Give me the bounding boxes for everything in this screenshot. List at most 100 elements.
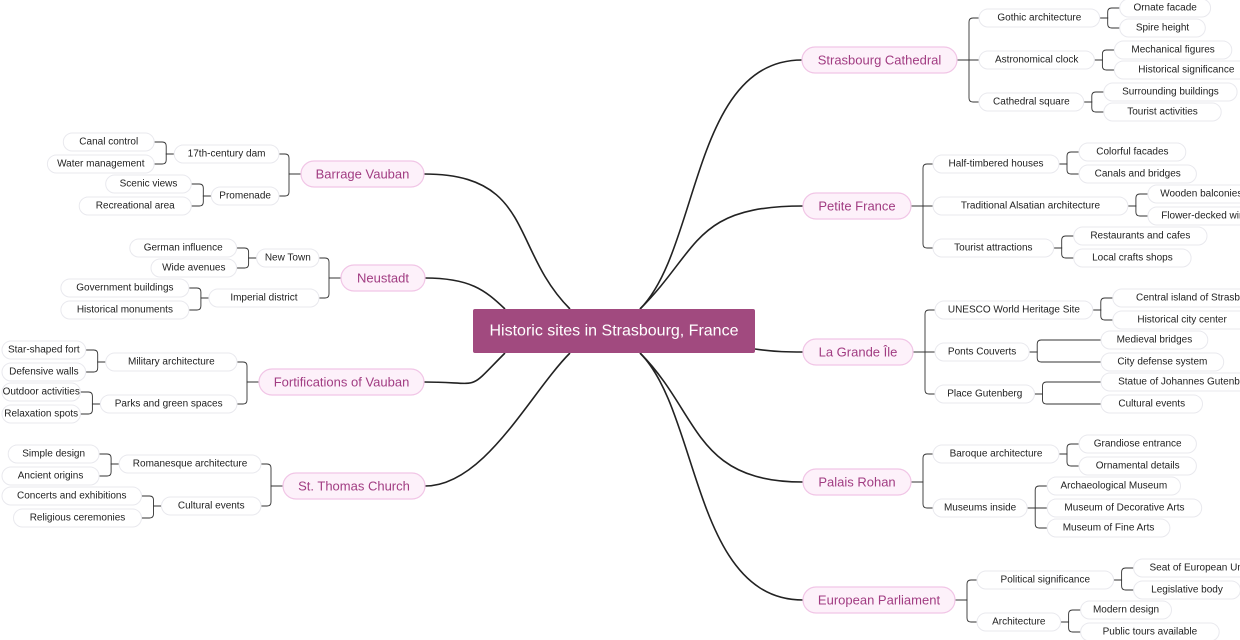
sub-node[interactable]: Half-timbered houses (932, 154, 1060, 174)
branch-label: Strasbourg Cathedral (818, 53, 942, 68)
leaf-node[interactable]: Modern design (1080, 600, 1172, 620)
leaf-node[interactable]: Colorful facades (1078, 142, 1187, 162)
leaf-node[interactable]: Defensive walls (1, 362, 87, 382)
leaf-node[interactable]: Surrounding buildings (1103, 82, 1238, 102)
leaf-node[interactable]: Seat of European Union (1133, 558, 1240, 578)
leaf-node[interactable]: Tourist activities (1103, 102, 1222, 122)
leaf-node[interactable]: Canal control (62, 132, 155, 152)
branch-link-left-0 (423, 173, 571, 310)
leaf-node[interactable]: Medieval bridges (1100, 330, 1209, 350)
leaf-label: Archaeological Museum (1060, 481, 1167, 492)
sub-link (319, 277, 341, 299)
leaf-link (1060, 609, 1081, 623)
branch-node-left-3[interactable]: St. Thomas Church (282, 472, 426, 500)
sub-label: Place Gutenberg (947, 389, 1022, 400)
sub-node[interactable]: Imperial district (208, 288, 320, 308)
leaf-node[interactable]: Relaxation spots (1, 404, 81, 424)
branch-node-right-0[interactable]: Strasbourg Cathedral (801, 46, 958, 74)
leaf-link (236, 257, 257, 269)
branch-node-left-0[interactable]: Barrage Vauban (300, 160, 425, 188)
branch-node-right-2[interactable]: La Grande Île (802, 338, 914, 366)
leaf-node[interactable]: Cultural events (1100, 394, 1203, 414)
leaf-node[interactable]: Wooden balconies (1147, 184, 1240, 204)
leaf-node[interactable]: Central island of Strasbourg (1112, 288, 1240, 308)
branch-node-left-1[interactable]: Neustadt (340, 264, 426, 292)
leaf-node[interactable]: Museum of Decorative Arts (1046, 498, 1203, 518)
sub-link (279, 173, 301, 197)
leaf-label: Religious ceremonies (30, 513, 126, 524)
branch-node-right-3[interactable]: Palais Rohan (802, 468, 912, 496)
branch-node-right-1[interactable]: Petite France (802, 192, 912, 220)
leaf-node[interactable]: Government buildings (60, 278, 190, 298)
leaf-node[interactable]: Star-shaped fort (1, 340, 87, 360)
leaf-link (1059, 163, 1079, 175)
sub-node[interactable]: Promenade (210, 186, 280, 206)
sub-node[interactable]: Museums inside (932, 498, 1028, 518)
leaf-link (1029, 339, 1101, 353)
leaf-node[interactable]: Spire height (1119, 18, 1206, 38)
sub-label: Traditional Alsatian architecture (961, 201, 1101, 212)
leaf-node[interactable]: Water management (46, 154, 155, 174)
leaf-node[interactable]: Scenic views (105, 174, 192, 194)
leaf-label: Museum of Fine Arts (1063, 523, 1155, 534)
leaf-label: Local crafts shops (1092, 253, 1173, 264)
leaf-link (1113, 567, 1134, 581)
sub-link (955, 599, 977, 623)
leaf-node[interactable]: Local crafts shops (1073, 248, 1192, 268)
leaf-node[interactable]: Religious ceremonies (13, 508, 142, 528)
sub-node[interactable]: Architecture (976, 612, 1062, 632)
leaf-node[interactable]: Recreational area (78, 196, 192, 216)
leaf-node[interactable]: Canals and bridges (1078, 164, 1197, 184)
branch-label: La Grande Île (819, 345, 898, 360)
leaf-node[interactable]: Simple design (7, 444, 100, 464)
sub-node[interactable]: Ponts Couverts (934, 342, 1030, 362)
leaf-node[interactable]: German influence (129, 238, 238, 258)
leaf-node[interactable]: Statue of Johannes Gutenberg (1100, 372, 1240, 392)
sub-label: Astronomical clock (995, 55, 1079, 66)
sub-node[interactable]: Place Gutenberg (934, 384, 1035, 404)
sub-node[interactable]: Cultural events (161, 496, 262, 516)
leaf-link (1027, 485, 1048, 509)
sub-node[interactable]: Gothic architecture (978, 8, 1101, 28)
leaf-node[interactable]: Historical significance (1113, 60, 1240, 80)
leaf-node[interactable]: Mechanical figures (1113, 40, 1233, 60)
sub-node[interactable]: Romanesque architecture (118, 454, 262, 474)
sub-label: Tourist attractions (954, 243, 1032, 254)
sub-node[interactable]: Traditional Alsatian architecture (932, 196, 1129, 216)
sub-node[interactable]: Cathedral square (978, 92, 1085, 112)
sub-node[interactable]: Astronomical clock (978, 50, 1095, 70)
leaf-node[interactable]: Museum of Fine Arts (1046, 518, 1171, 538)
sub-link (911, 453, 933, 483)
leaf-label: Spire height (1136, 23, 1190, 34)
sub-node[interactable]: Tourist attractions (932, 238, 1055, 258)
leaf-node[interactable]: Archaeological Museum (1046, 476, 1181, 496)
sub-node[interactable]: UNESCO World Heritage Site (934, 300, 1094, 320)
sub-node[interactable]: New Town (256, 248, 320, 268)
leaf-node[interactable]: Historical city center (1112, 310, 1240, 330)
leaf-node[interactable]: Ornamental details (1078, 456, 1197, 476)
root-node[interactable]: Historic sites in Strasbourg, France (473, 309, 755, 353)
sub-node[interactable]: Military architecture (105, 352, 238, 372)
leaf-node[interactable]: Grandiose entrance (1078, 434, 1197, 454)
sub-node[interactable]: 17th-century dam (173, 144, 280, 164)
sub-node[interactable]: Parks and green spaces (99, 394, 238, 414)
sub-label: New Town (265, 253, 311, 264)
leaf-node[interactable]: Legislative body (1133, 580, 1240, 600)
leaf-node[interactable]: Ancient origins (1, 466, 100, 486)
sub-node[interactable]: Baroque architecture (932, 444, 1060, 464)
branch-node-right-4[interactable]: European Parliament (802, 586, 956, 614)
sub-label: Political significance (1001, 575, 1091, 586)
leaf-node[interactable]: Concerts and exhibitions (1, 486, 142, 506)
leaf-node[interactable]: Public tours available (1080, 622, 1220, 640)
leaf-label: Cultural events (1118, 399, 1185, 410)
leaf-label: Historical city center (1137, 315, 1227, 326)
leaf-node[interactable]: Ornate facade (1119, 0, 1212, 18)
leaf-node[interactable]: City defense system (1100, 352, 1225, 372)
sub-node[interactable]: Political significance (976, 570, 1115, 590)
leaf-node[interactable]: Flower-decked windows (1147, 206, 1240, 226)
leaf-node[interactable]: Outdoor activities (1, 382, 81, 402)
leaf-node[interactable]: Historical monuments (60, 300, 190, 320)
leaf-node[interactable]: Restaurants and cafes (1073, 226, 1208, 246)
leaf-node[interactable]: Wide avenues (150, 258, 238, 278)
branch-node-left-2[interactable]: Fortifications of Vauban (258, 368, 425, 396)
